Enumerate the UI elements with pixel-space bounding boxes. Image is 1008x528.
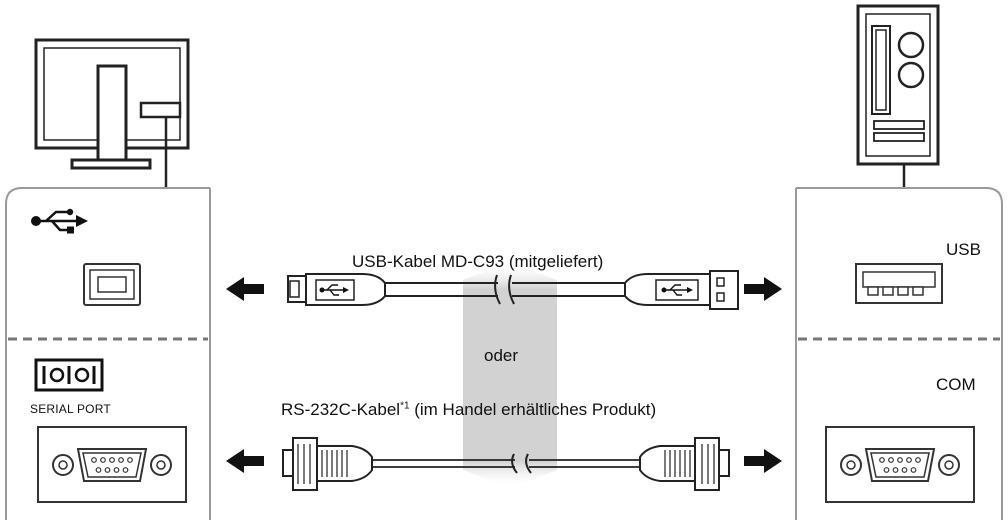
rs232c-cable-note: (im Handel erhältliches Produkt) (409, 400, 657, 419)
usb-cable-label: USB-Kabel MD-C93 (mitgeliefert) (352, 252, 604, 271)
break-mark-icon (511, 453, 532, 474)
db9-port-pc (825, 426, 975, 503)
serial-port-label: SERIAL PORT (30, 402, 111, 416)
arrow-left-icon (226, 277, 264, 301)
pc-com-label: COM (936, 375, 976, 394)
usb-b-port (83, 263, 141, 306)
pc-port-panel (795, 187, 1003, 520)
monitor-port-panel (5, 187, 211, 520)
footnote-mark: *1 (400, 400, 410, 412)
break-mark-icon (494, 274, 515, 305)
arrow-right-icon (744, 277, 782, 301)
usb-a-port (855, 263, 943, 304)
or-label: oder (484, 346, 519, 365)
serial-port-symbol-icon (34, 358, 104, 392)
rs232c-cable-name: RS-232C-Kabel (281, 400, 401, 419)
usb-symbol-icon (31, 208, 88, 234)
pc-usb-label: USB (946, 240, 981, 259)
usb-symbol-icon (319, 284, 349, 296)
arrow-right-icon (744, 449, 782, 473)
usb-cable (287, 270, 739, 310)
rs232c-cable (282, 437, 730, 491)
db9-port-monitor (37, 426, 187, 503)
rs232c-cable-label: RS-232C-Kabel*1 (im Handel erhältliches … (281, 400, 656, 420)
monitor-icon (34, 38, 190, 187)
alternative-band (463, 262, 557, 488)
arrow-left-icon (226, 449, 264, 473)
pc-tower-icon (856, 4, 940, 187)
usb-symbol-icon (661, 284, 693, 296)
